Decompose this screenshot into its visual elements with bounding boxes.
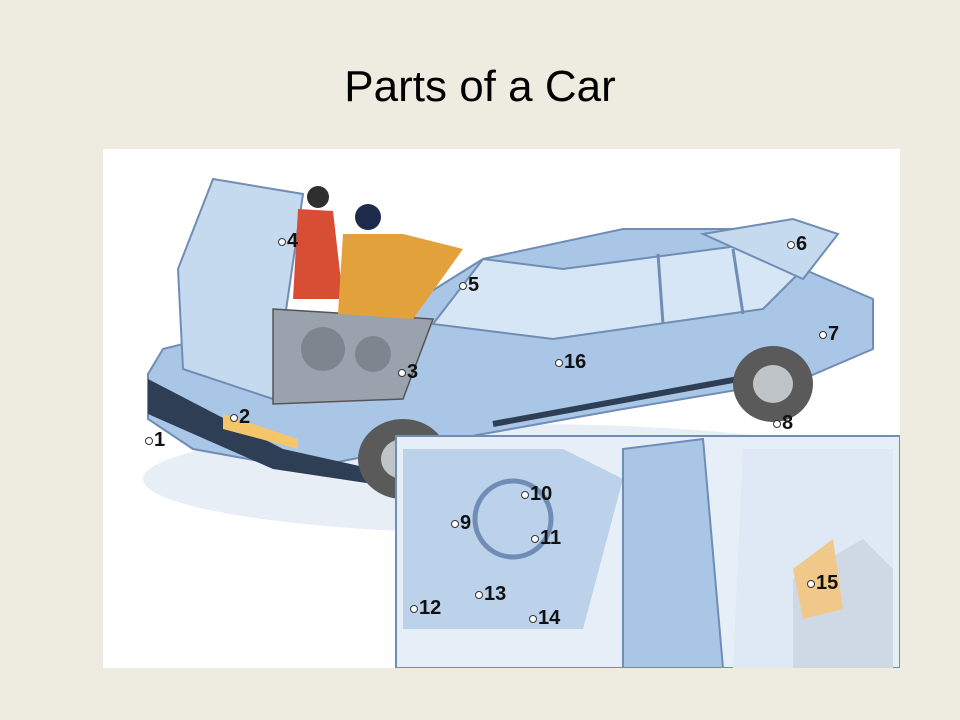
callout-4: 4 (278, 231, 298, 251)
car-drawing (143, 177, 900, 668)
callout-16: 16 (555, 352, 586, 372)
callout-15: 15 (807, 573, 838, 593)
car-parts-illustration: 1 2 3 4 5 6 7 8 9 10 11 12 13 14 15 16 (103, 149, 900, 668)
callout-5: 5 (459, 275, 479, 295)
callout-9: 9 (451, 513, 471, 533)
callout-3: 3 (398, 362, 418, 382)
callout-6: 6 (787, 234, 807, 254)
callout-10: 10 (521, 484, 552, 504)
callout-14: 14 (529, 608, 560, 628)
slide-title: Parts of a Car (344, 62, 616, 111)
callout-8: 8 (773, 413, 793, 433)
callout-12: 12 (410, 598, 441, 618)
callout-13: 13 (475, 584, 506, 604)
callout-7: 7 (819, 324, 839, 344)
callout-2: 2 (230, 407, 250, 427)
callout-11: 11 (531, 528, 561, 548)
callout-1: 1 (145, 430, 165, 450)
